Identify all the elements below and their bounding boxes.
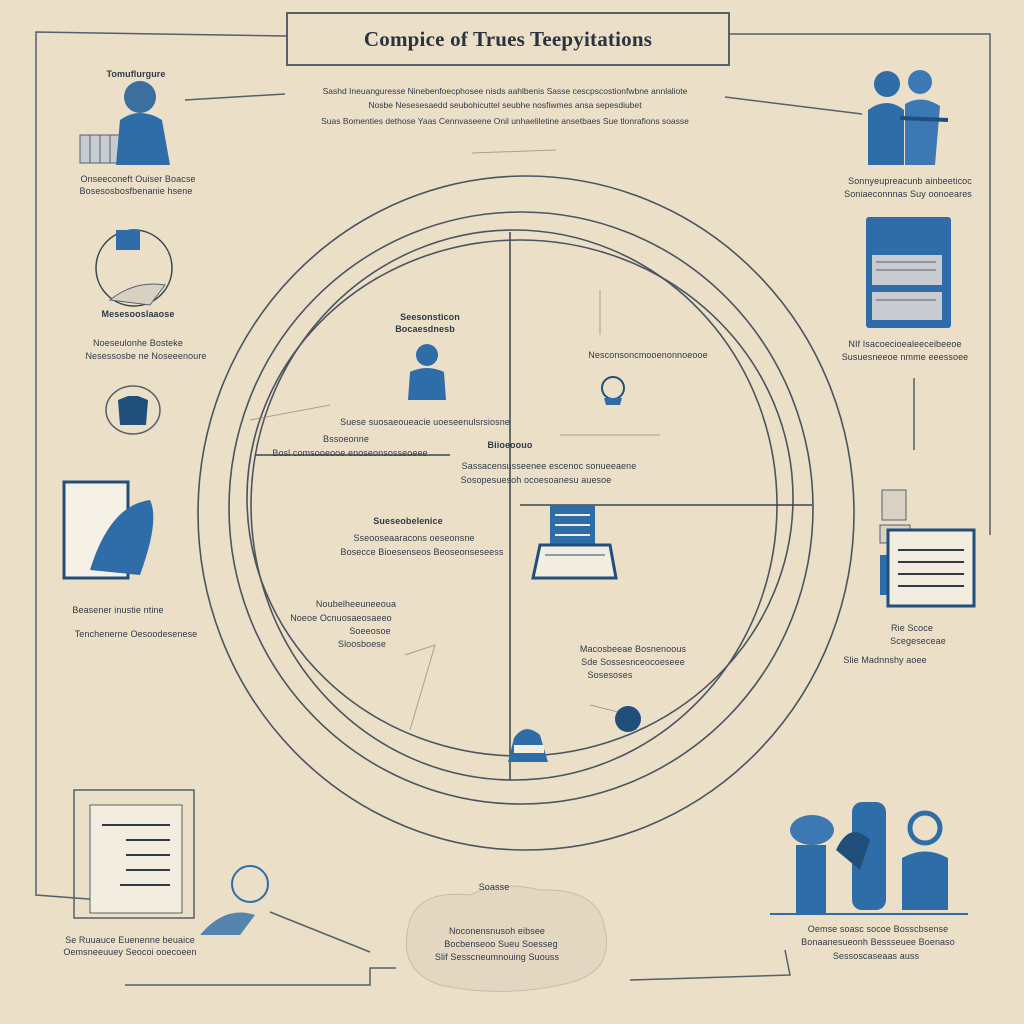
bottom-left-text: Se Ruuauce Euenenne beuaice [65,935,195,945]
teacher-text: Onseeconeft Ouiser Boacse [80,174,196,184]
medical-heading: Mesesooslaaose [101,309,175,319]
document-icon [62,480,154,580]
people-icon [868,70,949,165]
printer-text: Slie Madnnshy aoee [843,655,927,665]
printer-text: Rie Scoce [891,623,933,633]
q3-note: Noeoe Ocnuosaeosaeeo [290,613,392,623]
q1-note: Bosl comsooeooe enoseonsosseoeee [272,448,428,458]
student-icon [408,344,446,400]
q3-note: Noubelheeuneeoua [315,599,397,609]
helmet-icon [601,376,625,405]
q2-text: Nesconsoncmooenonnoeooe [588,350,708,360]
q3-heading: Sueseobelenice [373,516,443,526]
bottom-right-text: Bonaanesueonh Bessseuee Boenaso [801,937,955,947]
shirt-icon [105,385,161,435]
intro-line: Suas Bomenties dethose Yaas Cennvaseene … [321,116,689,126]
title-box: Compice of Trues Teepyitations [286,12,730,66]
teacher-heading: Tomuflurgure [106,69,166,79]
lamp-icon [200,865,269,935]
building-icon [531,505,618,580]
pin-icon [615,706,641,732]
list-document-icon [73,789,195,919]
teacher-text: Bosesosbosfbenanie hsene [79,186,193,196]
annotation-strokes [249,149,660,731]
document-text: Tenchenerne Oesoodesenese [74,629,198,639]
center-text: Sosopesuesoh ocoesoanesu auesoe [460,475,612,485]
cloud-heading: Soasse [478,882,510,892]
center-text: Sassacensusseenee escenoc sonueeaene [461,461,637,471]
q3-note: Soeeosoe [349,626,391,636]
monitor-text: NIf Isacoecioealeeceibeeoe [848,339,962,349]
medical-text: Nesessosbe ne Noseeenoure [85,351,207,361]
bag-icon [508,729,548,762]
bottom-right-text: Oemse soasc socoe Bosscbsense [807,924,949,934]
q1-heading: Seesonsticon [400,312,460,322]
monitor-text: Susuesneeoe nmme eeessoee [841,352,969,362]
q1-text: Suese suosaeoueacie uoeseenulsrsiosne [340,417,510,427]
q4-text: Sosesoses [587,670,633,680]
cloud-text: Noconensnusoh eibsee [448,926,546,936]
printer-icon [879,489,976,608]
bottom-right-text: Sessoscaseaas auss [832,951,920,961]
people-text: Sonnyeupreacunb ainbeeticoc [848,176,972,186]
cloud-text: Slif Sesscneumnouing Suouss [434,952,560,962]
medical-icon [95,229,173,307]
team-icon [770,802,968,915]
q4-text: Macosbeeae Bosnenoous [579,644,687,654]
bottom-left-text: Oemsneeuuey Seocoi ooecoeen [63,947,197,957]
intro-line: Sashd Ineuanguresse Ninebenfoecphosee ni… [322,86,688,96]
q1-note: Bssoeonne [323,434,369,444]
q3-text: Bosecce Bioesenseos Beoseonseseess [340,547,504,557]
intro-line: Nosbe Nesesesaedd seubohicuttel seubhe n… [368,100,642,110]
teacher-icon [79,81,170,165]
document-text: Beasener inustie ntine [72,605,164,615]
monitor-icon [866,217,951,328]
center-heading: Biioeoouo [487,440,533,450]
printer-text: Scegeseceae [890,636,946,646]
q3-note: Sloosboese [337,639,387,649]
people-text: Soniaeconnnas Suy oonoeares [844,189,972,199]
q1-subheading: Bocaesdnesb [395,324,455,334]
page-title: Compice of Trues Teepyitations [363,26,653,51]
cloud-text: Bocbenseoo Sueu Soesseg [444,939,558,949]
cloud-shape [405,885,607,992]
q3-text: Sseooseaaracons oeseonsne [353,533,475,543]
q4-text: Sde Sossesnceocoeseee [581,657,685,667]
quadrant-dividers [255,232,812,780]
medical-text: Noeseulonhe Bosteke [93,338,183,348]
